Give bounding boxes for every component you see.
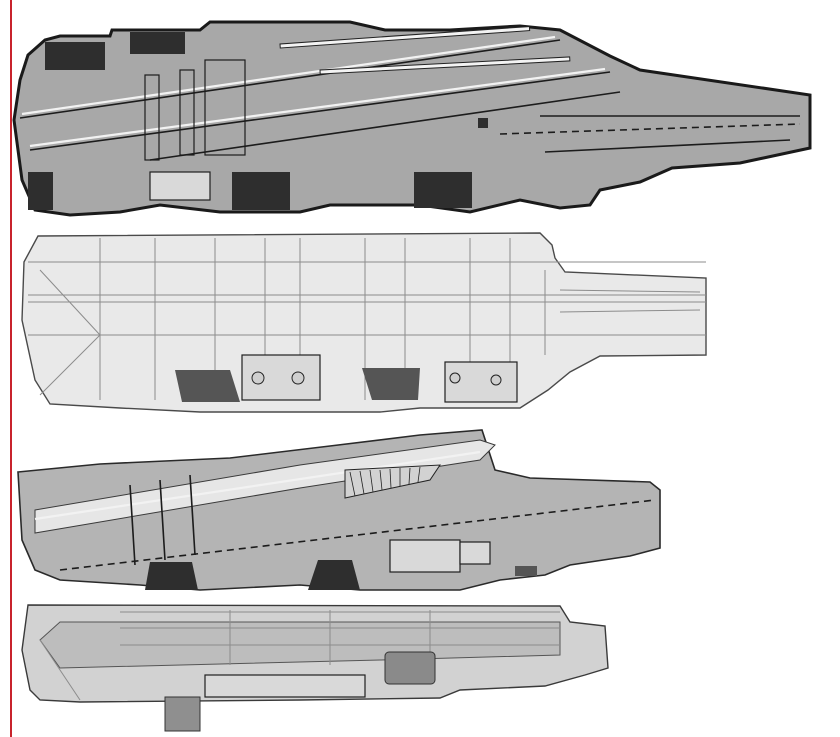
deck-1-landing-line-1: [19, 39, 561, 119]
deck-1-elevator-d: [414, 172, 472, 208]
deck-3-blast-pattern: [344, 464, 441, 499]
deck-1-arrest-frame-1: [144, 74, 160, 161]
deck-1-arrest-frame-2: [179, 69, 195, 156]
deck-4-elevator-box: [384, 651, 436, 685]
deck-3-sponson: [515, 566, 537, 576]
deck-3-wire-2: [159, 479, 166, 561]
deck-1-hull: [12, 20, 812, 217]
deck-1-arrest-frame-3: [204, 59, 246, 156]
deck-1-island: [149, 171, 211, 201]
deck-3-centerline-dashed: [59, 499, 656, 571]
deck-4-island: [204, 674, 366, 698]
deck-3-hull: [17, 429, 661, 591]
deck-2-island-2-dome: [449, 372, 461, 384]
deck-3-blast-hatch: [349, 466, 421, 497]
deck-1-bow-catapult-2: [544, 139, 791, 153]
carrier-deck-3: [17, 429, 661, 591]
carrier-deck-4: [21, 604, 609, 732]
deck-1-marker: [478, 118, 488, 128]
carrier-deck-2: [21, 232, 707, 413]
deck-3-landing-line: [34, 450, 481, 521]
deck-4-grid: [39, 610, 560, 701]
deck-2-hull: [21, 232, 707, 413]
deck-3-wire-3: [189, 474, 196, 556]
deck-2-elevator-1: [175, 370, 240, 402]
deck-1-catapult-1: [279, 26, 531, 49]
deck-1-elevator-c: [232, 172, 290, 210]
deck-4-elevator: [164, 696, 201, 732]
deck-2-island-1-dome: [251, 371, 265, 385]
carrier-deck-1: [12, 20, 812, 217]
deck-3-island: [389, 539, 461, 573]
deck-3-wire-1: [129, 484, 136, 566]
deck-1-landing-line-3: [29, 71, 611, 151]
deck-1-centerline-dashed: [499, 123, 801, 135]
deck-2-island-2-dome-2: [490, 374, 502, 386]
deck-3-landing-strip: [34, 439, 496, 534]
deck-1-landing-line-4: [29, 67, 606, 148]
deck-1-landing-line-2: [21, 35, 556, 116]
deck-3-elevator-1: [145, 562, 198, 590]
deck-2-island-1-dome-2: [291, 371, 305, 385]
deck-1-elevator-b: [130, 32, 185, 54]
deck-3-island-annex: [459, 541, 491, 565]
deck-1-elevator-a: [45, 42, 105, 70]
red-margin-line: [10, 0, 12, 737]
deck-3-elevator-2: [308, 560, 360, 590]
deck-1-elevator-e: [28, 172, 53, 210]
deck-2-elevator-2: [362, 368, 420, 400]
deck-1-catapult-2: [319, 56, 571, 75]
deck-1-landing-line-5: [149, 91, 621, 161]
